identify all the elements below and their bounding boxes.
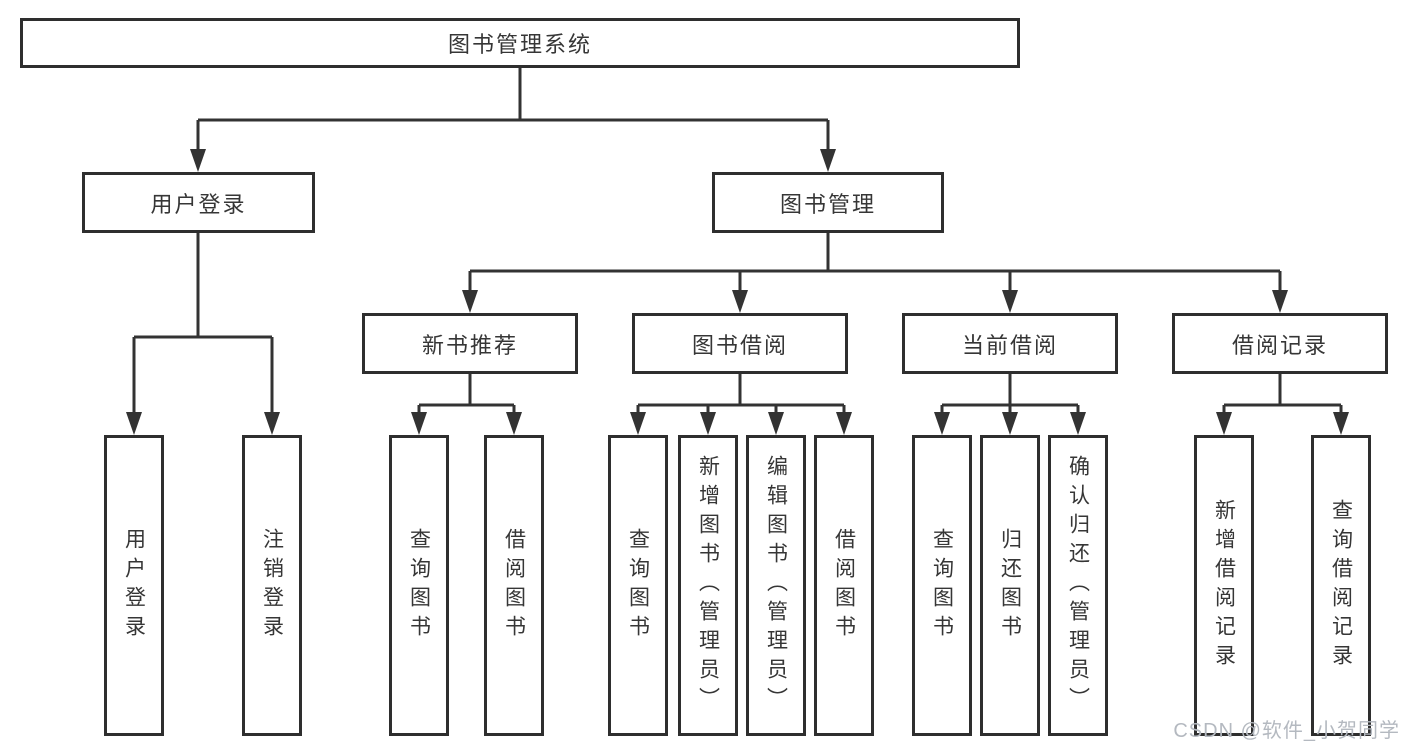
node-label: 当前借阅 bbox=[961, 332, 1058, 358]
leaf-confirm-return-admin: 确认归还（管理员） bbox=[1048, 435, 1108, 736]
leaf-label: 注销登录 bbox=[260, 527, 284, 644]
node-book-management: 图书管理 bbox=[712, 172, 944, 233]
leaf-add-book-admin: 新增图书（管理员） bbox=[678, 435, 738, 736]
leaf-label: 查询图书 bbox=[626, 527, 650, 644]
watermark: CSDN @软件_小贺同学 bbox=[1173, 720, 1400, 742]
leaf-label: 借阅图书 bbox=[832, 527, 856, 644]
leaf-label: 确认归还（管理员） bbox=[1066, 455, 1090, 716]
leaf-add-borrow-record: 新增借阅记录 bbox=[1194, 435, 1254, 736]
leaf-label: 查询图书 bbox=[407, 527, 431, 644]
node-label: 图书借阅 bbox=[691, 332, 788, 358]
node-user-login: 用户登录 bbox=[82, 172, 315, 233]
node-label: 用户登录 bbox=[150, 191, 247, 217]
leaf-label: 用户登录 bbox=[122, 527, 146, 644]
node-new-book-recommendation: 新书推荐 bbox=[362, 313, 578, 374]
node-label: 借阅记录 bbox=[1231, 332, 1328, 358]
node-label: 新书推荐 bbox=[421, 332, 518, 358]
node-borrow-records: 借阅记录 bbox=[1172, 313, 1388, 374]
leaf-label: 编辑图书（管理员） bbox=[764, 455, 788, 716]
arrowhead-icons bbox=[126, 149, 1349, 435]
leaf-label: 归还图书 bbox=[998, 527, 1022, 644]
node-label: 图书管理 bbox=[779, 191, 876, 217]
node-label: 图书管理系统 bbox=[447, 32, 592, 57]
leaf-return-books: 归还图书 bbox=[980, 435, 1040, 736]
leaf-query-books-borrow: 查询图书 bbox=[608, 435, 668, 736]
leaf-edit-book-admin: 编辑图书（管理员） bbox=[746, 435, 806, 736]
node-current-borrowing: 当前借阅 bbox=[902, 313, 1118, 374]
node-book-borrowing: 图书借阅 bbox=[632, 313, 848, 374]
leaf-label: 新增图书（管理员） bbox=[696, 455, 720, 716]
leaf-query-books-current: 查询图书 bbox=[912, 435, 972, 736]
leaf-query-borrow-record: 查询借阅记录 bbox=[1311, 435, 1371, 736]
leaf-label: 新增借阅记录 bbox=[1212, 498, 1236, 673]
leaf-query-books-recommend: 查询图书 bbox=[389, 435, 449, 736]
leaf-borrow-books: 借阅图书 bbox=[814, 435, 874, 736]
node-library-management-system: 图书管理系统 bbox=[20, 18, 1020, 68]
leaf-borrow-books-recommend: 借阅图书 bbox=[484, 435, 544, 736]
leaf-label: 查询借阅记录 bbox=[1329, 498, 1353, 673]
leaf-logout: 注销登录 bbox=[242, 435, 302, 736]
leaf-label: 查询图书 bbox=[930, 527, 954, 644]
leaf-user-login: 用户登录 bbox=[104, 435, 164, 736]
leaf-label: 借阅图书 bbox=[502, 527, 526, 644]
